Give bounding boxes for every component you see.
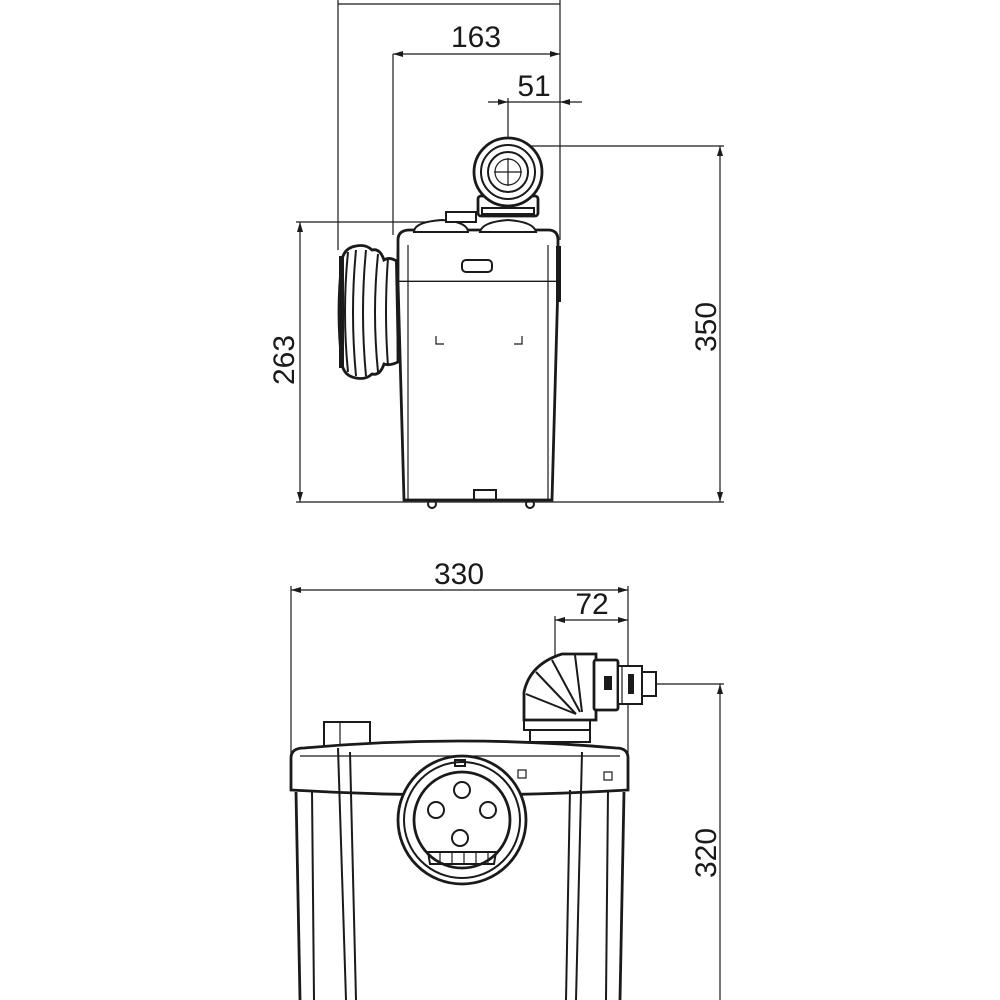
dim-top-overall: 205 bbox=[337, 0, 561, 250]
outlet-elbow-front bbox=[522, 652, 657, 743]
dim-outlet-diameter: 51 bbox=[488, 70, 582, 150]
bellows-inlet bbox=[337, 244, 400, 380]
dim-outlet-offset-label: 163 bbox=[451, 21, 501, 54]
dim-top-overall-label: 205 bbox=[425, 0, 475, 5]
outlet-elbow-side bbox=[472, 136, 544, 218]
front-view: 330 72 320 bbox=[289, 558, 724, 1000]
dim-total-height: 350 bbox=[508, 145, 724, 502]
dim-inlet-height: 263 bbox=[268, 221, 440, 502]
dim-outlet-height-label: 320 bbox=[690, 828, 723, 878]
side-view: 205 163 51 263 bbox=[268, 0, 724, 509]
dim-outlet-height: 320 bbox=[652, 683, 724, 1000]
inlet-socket-front bbox=[396, 754, 528, 886]
dim-front-outlet-offset: 72 bbox=[554, 588, 628, 680]
dim-inlet-height-label: 263 bbox=[268, 335, 301, 385]
tank-body-front bbox=[294, 747, 626, 1000]
dim-width: 330 bbox=[290, 558, 629, 760]
dim-total-height-label: 350 bbox=[690, 302, 723, 352]
dim-outlet-offset: 163 bbox=[392, 21, 560, 235]
dim-outlet-diameter-label: 51 bbox=[517, 70, 550, 103]
tank-body-side bbox=[395, 228, 561, 509]
dim-width-label: 330 bbox=[434, 558, 484, 591]
dim-front-outlet-offset-label: 72 bbox=[575, 588, 608, 621]
tank-lid-side bbox=[412, 211, 538, 233]
